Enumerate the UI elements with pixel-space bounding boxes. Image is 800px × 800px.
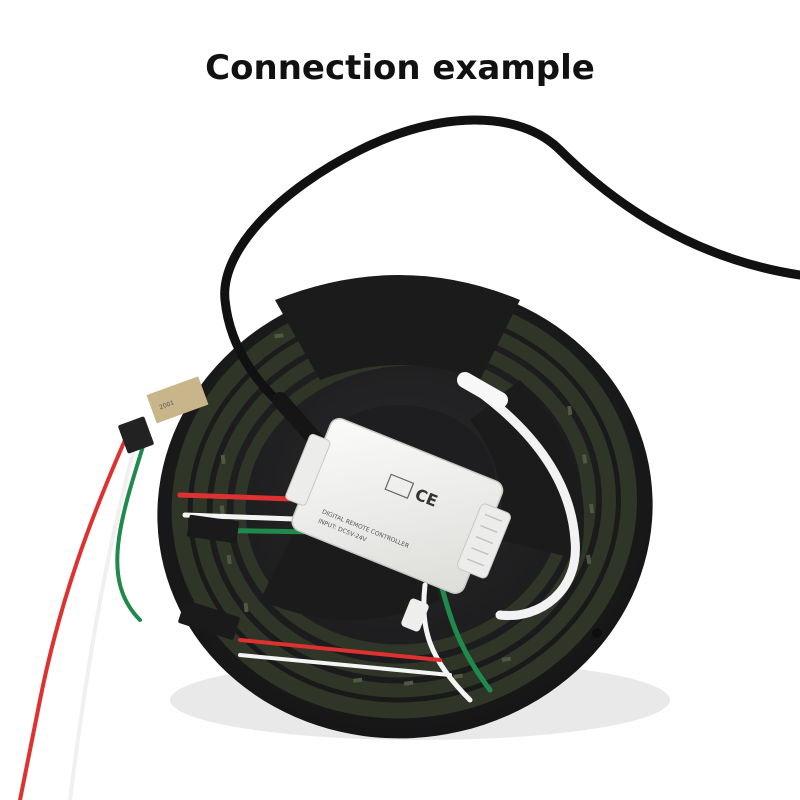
reel-label-text: 2001: [158, 399, 175, 411]
jst-connector-left: [118, 416, 154, 454]
wire-white-bottom2: [238, 653, 452, 677]
controller-symbol-box: [384, 473, 415, 499]
reel-label-tag: [146, 376, 209, 424]
controller-box: CE DIGITAL REMOTE CONTROLLER INPUT: DC5V…: [285, 417, 511, 594]
wire-white-left: [68, 443, 137, 800]
reel-hole: [592, 628, 602, 638]
white-plug: [457, 372, 508, 408]
wire-red-left: [18, 438, 127, 800]
controller-mount-tab: [401, 598, 429, 632]
jst-connector-top: [186, 514, 240, 544]
page-title: Connection example: [205, 48, 595, 88]
white-cable: [465, 380, 580, 621]
wire-green-left: [115, 438, 147, 622]
wire-bundle: [18, 438, 493, 800]
jst-connector-bottom: [178, 600, 240, 640]
wire-white-bottom: [421, 582, 473, 703]
wire-green-bottom: [437, 577, 493, 693]
power-cable: [220, 115, 800, 425]
wire-red-bottom: [238, 638, 442, 662]
